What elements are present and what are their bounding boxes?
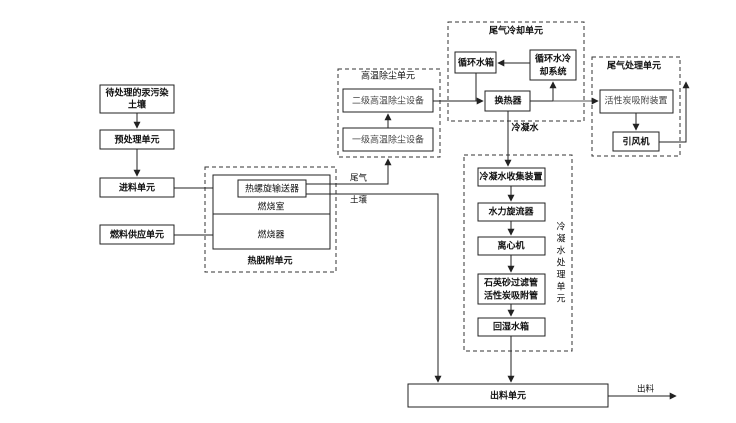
gas-treatment-unit-title: 尾气处理单元 — [606, 60, 661, 72]
svg-text:单: 单 — [556, 281, 565, 293]
activated-carbon-box: 活性炭吸附装置 — [599, 89, 674, 114]
discharge-label: 出料 — [637, 384, 655, 395]
condensate-label: 冷凝水 — [511, 122, 539, 134]
condensate-collector-box: 冷凝水收集装置 — [477, 167, 546, 187]
svg-text:待处理的汞污染: 待处理的汞污染 — [105, 87, 169, 99]
rewetting-tank-box: 回湿水箱 — [477, 317, 546, 337]
water-cooling-system-box: 循环水冷 却系统 — [529, 49, 577, 81]
svg-text:元: 元 — [556, 295, 565, 305]
feed-unit-box: 进料单元 — [99, 177, 175, 198]
output-unit-box: 出料单元 — [407, 383, 609, 408]
combustion-chamber-label: 燃烧室 — [257, 201, 284, 213]
svg-text:循环水箱: 循环水箱 — [458, 57, 494, 69]
condensate-unit-frame — [463, 154, 573, 352]
secondary-dust-removal-box: 二级高温除尘设备 — [342, 88, 434, 113]
fuel-supply-box: 燃料供应单元 — [99, 224, 175, 245]
svg-text:冷: 冷 — [556, 221, 565, 233]
gas-cooling-unit-title: 尾气冷却单元 — [488, 25, 543, 37]
hydrocyclone-box: 水力旋流器 — [477, 202, 546, 222]
svg-text:活性炭吸附装置: 活性炭吸附装置 — [604, 95, 667, 107]
primary-dust-removal-box: 一级高温除尘设备 — [342, 127, 434, 152]
svg-text:循环水冷: 循环水冷 — [535, 53, 571, 65]
svg-text:预处理单元: 预处理单元 — [114, 134, 159, 146]
svg-text:引风机: 引风机 — [622, 136, 649, 148]
svg-text:石英砂过滤管: 石英砂过滤管 — [483, 277, 538, 289]
svg-text:燃料供应单元: 燃料供应单元 — [110, 229, 164, 241]
pending-soil-box: 待处理的汞污染 土壤 — [99, 84, 175, 114]
svg-text:出料单元: 出料单元 — [490, 390, 526, 402]
condensate-unit-title: 冷 凝 水 处 理 单 元 — [556, 221, 565, 305]
desorption-unit-frame — [204, 166, 337, 273]
soil-label: 土壤 — [350, 195, 368, 206]
centrifuge-box: 离心机 — [477, 236, 546, 256]
svg-text:离心机: 离心机 — [497, 240, 524, 252]
pretreatment-box: 预处理单元 — [99, 129, 175, 150]
svg-text:理: 理 — [556, 270, 565, 281]
svg-text:进料单元: 进料单元 — [119, 182, 155, 194]
svg-text:冷凝水收集装置: 冷凝水收集装置 — [479, 171, 542, 183]
svg-text:换热器: 换热器 — [494, 95, 522, 107]
svg-text:二级高温除尘设备: 二级高温除尘设备 — [352, 95, 424, 107]
dust-removal-unit-frame — [337, 68, 441, 158]
svg-text:活性炭吸附管: 活性炭吸附管 — [484, 290, 538, 302]
screw-conveyor-box: 热螺旋输送器 — [237, 179, 307, 198]
svg-text:凝: 凝 — [556, 234, 565, 245]
svg-text:水力旋流器: 水力旋流器 — [488, 206, 534, 218]
svg-text:热螺旋输送器: 热螺旋输送器 — [245, 183, 299, 195]
heat-exchanger-box: 换热器 — [484, 90, 531, 112]
gas-cooling-unit-frame — [447, 21, 585, 122]
circulating-water-tank-box: 循环水箱 — [454, 51, 497, 74]
desorption-unit-title: 热脱附单元 — [247, 255, 292, 267]
svg-text:土壤: 土壤 — [128, 99, 147, 111]
svg-text:处: 处 — [556, 257, 565, 269]
filter-adsorption-box: 石英砂过滤管 活性炭吸附管 — [477, 273, 546, 305]
burner-label: 燃烧器 — [257, 229, 284, 241]
dust-removal-unit-title: 高温除尘单元 — [361, 70, 415, 82]
tail-gas-label: 尾气 — [350, 173, 368, 184]
svg-text:回湿水箱: 回湿水箱 — [493, 321, 529, 333]
gas-treatment-unit-frame — [591, 56, 681, 157]
svg-text:却系统: 却系统 — [539, 66, 566, 78]
svg-text:水: 水 — [556, 245, 565, 257]
induced-fan-box: 引风机 — [612, 131, 660, 152]
svg-text:一级高温除尘设备: 一级高温除尘设备 — [352, 134, 424, 146]
